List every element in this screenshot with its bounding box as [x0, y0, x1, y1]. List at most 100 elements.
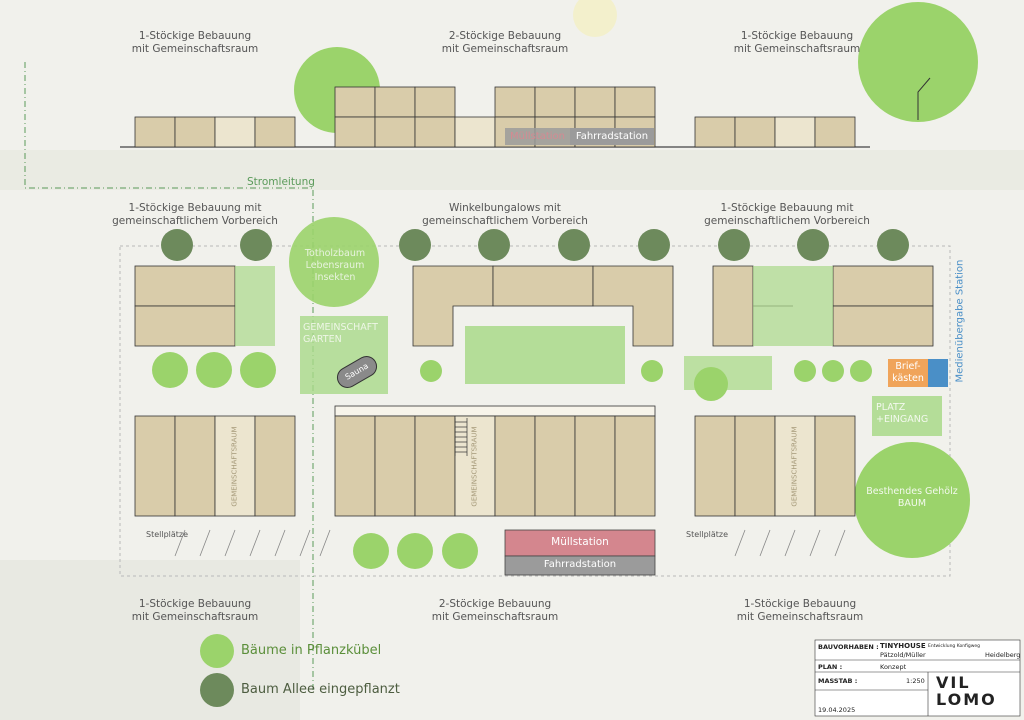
label-line: Insekten [314, 272, 356, 283]
tb-date: 19.04.2025 [818, 706, 856, 714]
muell-station-top [505, 128, 570, 145]
label-line: 2-Stöckige Bebauung [448, 30, 562, 42]
label-line: gemeinschaftlichem Vorbereich [112, 215, 278, 227]
building-bot-right [694, 415, 856, 517]
building-bot-mid [334, 415, 656, 517]
label-mid-right: 1-Stöckige Bebauung mit gemeinschaftlich… [702, 202, 872, 228]
power-line-label: Stromleitung [247, 176, 315, 188]
plaza-label: PLATZ +EINGANG [876, 402, 946, 426]
label-line: Besthendes Gehölz [866, 486, 958, 497]
tb-project-label: BAUVORHABEN : [818, 643, 879, 651]
label-line: kästen [892, 373, 924, 384]
tb-plan-value: Konzept [880, 663, 907, 671]
tb-plan-label: PLAN : [818, 663, 843, 671]
existing-tree-label: Besthendes Gehölz BAUM [852, 486, 972, 510]
tb-project-subtitle: Entwicklung Konfigweg [928, 644, 981, 649]
label-line: 1-Stöckige Bebauung [743, 598, 857, 610]
parking-right [734, 529, 846, 557]
logo-line: LOMO [936, 690, 997, 709]
label-line: +EINGANG [876, 414, 929, 425]
label-mid-mid: Winkelbungalows mit gemeinschaftlichem V… [420, 202, 590, 228]
label-line: mit Gemeinschaftsraum [131, 611, 259, 623]
fahrrad-station-bottom [504, 555, 656, 576]
totholz-tree [289, 217, 379, 307]
existing-tree [854, 442, 970, 558]
media-station [928, 359, 948, 387]
garden-label: GEMEINSCHAFT GARTEN [303, 322, 393, 346]
label-line: BAUM [897, 498, 927, 509]
label-line: GARTEN [303, 334, 342, 345]
legend-allee-label: Baum Allee eingepflanzt [241, 682, 400, 697]
legend-allee-swatch [200, 673, 234, 707]
label-line: GEMEINSCHAFT [303, 322, 378, 333]
aerial-patch [0, 560, 300, 720]
building-bot-left [134, 415, 296, 517]
label-line: Lebensraum [305, 260, 365, 271]
fahrrad-bottom-label: Fahrradstation [543, 559, 617, 570]
staircase [454, 418, 468, 456]
green-forecourt [753, 266, 833, 346]
fahrrad-top-label: Fahrradstation [575, 131, 649, 142]
tb-scale-label: MASSTAB : [818, 677, 858, 685]
parking-label: Stellplätze [686, 530, 729, 539]
planter-trees-bottom [353, 533, 478, 569]
muell-bottom-label: Müllstation [551, 536, 609, 548]
tb-logo: VIL LOMO [936, 674, 997, 708]
label-line: Brief- [895, 361, 921, 372]
legend-planter-swatch [200, 634, 234, 668]
tb-project-value: TINYHOUSE [880, 642, 926, 650]
label-line: mit Gemeinschaftsraum [736, 611, 864, 623]
label-bot-left: 1-Stöckige Bebauung mit Gemeinschaftsrau… [110, 598, 280, 624]
label-top-left: 1-Stöckige Bebauung mit Gemeinschaftsrau… [110, 30, 280, 56]
label-line: gemeinschaftlichem Vorbereich [704, 215, 870, 227]
fahrrad-station-top [570, 128, 654, 145]
tree-planter [858, 2, 978, 122]
parking-left [174, 529, 331, 557]
community-room-label: GEMEINSCHAFTSRAUM [470, 426, 479, 507]
logo-line: VIL [936, 673, 971, 692]
mailbox-label: Brief- kästen [888, 361, 928, 385]
tb-scale-value: 1:250 [906, 677, 925, 685]
label-line: gemeinschaftlichem Vorbereich [422, 215, 588, 227]
muell-top-label: Müllstation [510, 131, 565, 142]
tree-planter [694, 367, 728, 401]
sauna [336, 356, 378, 388]
building-top-right [694, 116, 856, 148]
label-bot-mid: 2-Stöckige Bebauung mit Gemeinschaftsrau… [410, 598, 580, 624]
tb-city: Heidelberg [985, 651, 1021, 659]
green-court [465, 326, 625, 384]
allee-trees [161, 229, 909, 261]
tb-authors: Pätzold/Müller [880, 651, 926, 659]
building-mid-right [712, 265, 934, 347]
walkway [334, 405, 656, 417]
building-mid-left [134, 265, 236, 347]
legend-planter-label: Bäume in Pflanzkübel [241, 643, 382, 658]
label-line: 1-Stöckige Bebauung mit [720, 202, 854, 214]
label-line: PLATZ [876, 402, 906, 413]
label-line: Totholzbaum [304, 248, 366, 259]
label-line: 2-Stöckige Bebauung [438, 598, 552, 610]
road-band [0, 150, 1024, 190]
parking-label: Stellplätze [146, 530, 189, 539]
tree-symbol [917, 77, 931, 120]
muell-station-bottom [504, 529, 656, 557]
community-room-label: GEMEINSCHAFTSRAUM [230, 426, 239, 507]
mailboxes [888, 359, 928, 387]
community-room-label: GEMEINSCHAFTSRAUM [790, 426, 799, 507]
totholz-label: Totholzbaum Lebensraum Insekten [290, 248, 380, 284]
aerial-light-spot [573, 0, 617, 37]
green-forecourt [235, 266, 275, 346]
label-bot-right: 1-Stöckige Bebauung mit Gemeinschaftsrau… [715, 598, 885, 624]
label-line: Winkelbungalows mit [449, 202, 561, 214]
label-line: 1-Stöckige Bebauung [138, 598, 252, 610]
media-station-label: Medienübergabe Station [954, 259, 966, 383]
title-block [814, 639, 1021, 717]
site-boundary [119, 245, 951, 577]
label-line: mit Gemeinschaftsraum [441, 43, 569, 55]
building-top-left [134, 116, 296, 148]
label-line: mit Gemeinschaftsraum [733, 43, 861, 55]
power-line [24, 62, 314, 690]
label-line: 1-Stöckige Bebauung mit [128, 202, 262, 214]
building-winkel [412, 265, 674, 347]
